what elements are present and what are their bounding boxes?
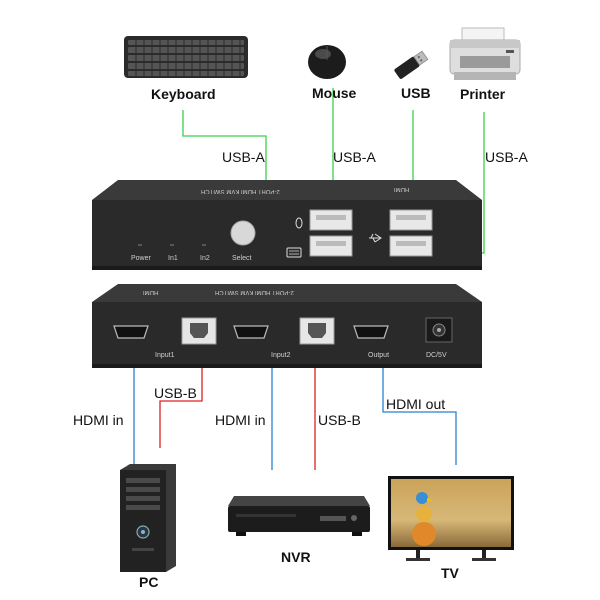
- port-label-input1: Input1: [155, 352, 175, 359]
- hdmi-out-label: HDMI out: [386, 396, 446, 412]
- mouse-icon: [308, 45, 346, 79]
- nvr-icon: [228, 496, 370, 536]
- usb-label: USB: [401, 85, 431, 101]
- printer-icon: [449, 27, 521, 80]
- printer-label: Printer: [460, 86, 506, 102]
- usb-b-label-nvr: USB-B: [318, 412, 361, 428]
- mouse-label: Mouse: [312, 85, 357, 101]
- tv-label: TV: [441, 565, 459, 581]
- pc-usb-wire: [159, 368, 203, 448]
- nvr-label: NVR: [281, 549, 311, 565]
- port-label-output: Output: [368, 352, 390, 359]
- led-label-power: Power: [131, 255, 151, 262]
- hdmi-in-label-nvr: HDMI in: [215, 412, 266, 428]
- port-label-dc: DC/5V: [426, 352, 447, 359]
- led-label-in2: In2: [200, 255, 210, 262]
- front-title: 2-PORT HDMI KVM SWITCH: [201, 188, 280, 194]
- hdmi-in-label-pc: HDMI in: [73, 412, 124, 428]
- led-label-in1: In1: [168, 255, 178, 262]
- usb-a-label-keyboard: USB-A: [222, 149, 265, 165]
- pc-label: PC: [139, 574, 159, 590]
- tv-icon: [388, 476, 514, 561]
- rear-title: 2-PORT HDMI KVM SWITCH: [215, 289, 294, 295]
- front-brand: HDMI: [394, 186, 410, 192]
- kvm-rear-panel: [92, 284, 482, 368]
- keyboard-label: Keyboard: [151, 86, 216, 102]
- usb-a-label-printer: USB-A: [485, 149, 528, 165]
- tv-hdmi-wire: [382, 368, 457, 465]
- keyboard-icon: [124, 36, 248, 78]
- usb-drive-icon: [394, 50, 429, 79]
- rear-brand: HDMI: [143, 289, 159, 295]
- pc-tower-icon: [120, 464, 176, 572]
- usb-a-label-mouse: USB-A: [333, 149, 376, 165]
- usb-b-label-pc: USB-B: [154, 385, 197, 401]
- port-label-input2: Input2: [271, 352, 291, 359]
- kvm-front-panel: [92, 180, 482, 270]
- select-label: Select: [232, 255, 252, 262]
